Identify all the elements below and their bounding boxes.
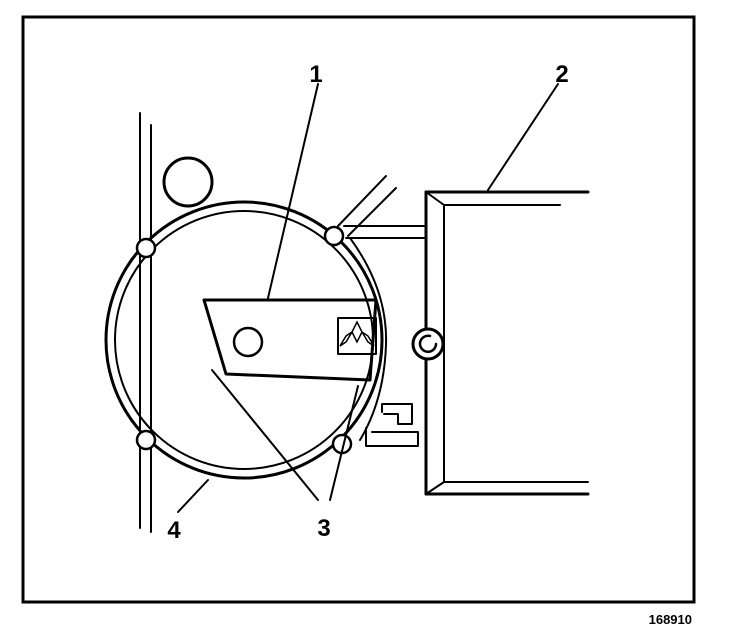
center-plate [202,298,378,382]
clip-bracket [365,403,419,447]
callout-1: 1 [309,61,322,88]
callout-2: 2 [555,61,568,88]
figure-id: 168910 [649,612,692,627]
leader-lines [177,83,559,513]
three-diamond-emblem-icon [339,320,375,347]
vertical-rails [139,112,152,533]
box-assembly [424,190,590,496]
callout-4: 4 [167,517,181,544]
upper-right-braces [337,175,427,441]
upper-left-hole [162,156,214,208]
callout-3: 3 [317,515,330,542]
rim-tabs [135,225,353,455]
connector-ring [411,327,445,361]
diagram-frame [21,15,696,604]
